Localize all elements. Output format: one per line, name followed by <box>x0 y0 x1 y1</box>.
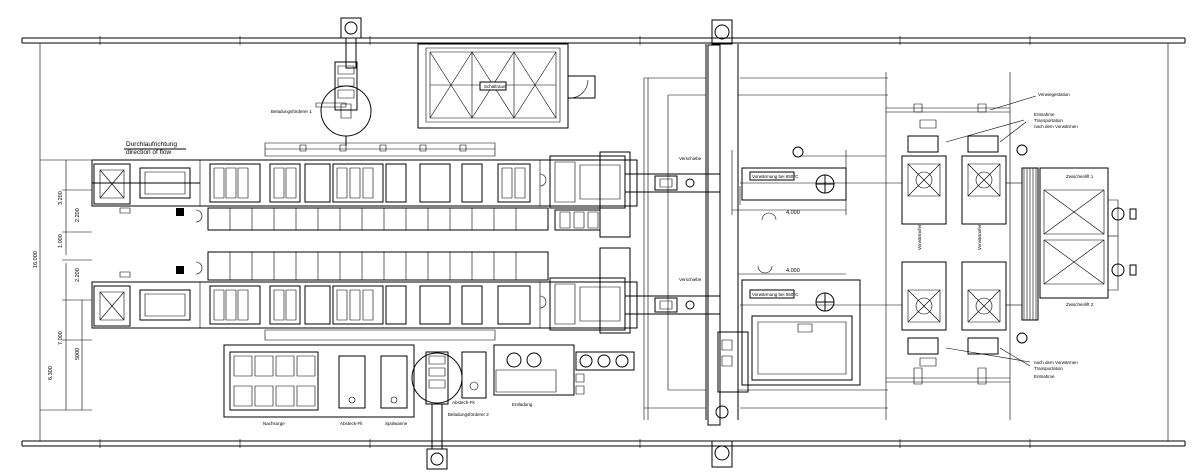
dim-5000: 5000 <box>75 348 81 360</box>
dim-2200-lower: 2.200 <box>75 268 81 282</box>
dim-1000: 1.000 <box>58 234 64 248</box>
label-wiege-upper: Verwiegestation <box>1038 92 1070 97</box>
label-entladen-top-1: Entnahme <box>1034 112 1055 117</box>
label-entladen-bot-1: nach dem Vorwärmen <box>1034 360 1078 365</box>
crane-track <box>644 20 888 467</box>
label-entladen-top-2: Transportation <box>1034 118 1063 123</box>
dim-width-lower: 4.000 <box>786 268 800 274</box>
label-entladen-top-3: nach dem Vorwärmen <box>1034 124 1078 129</box>
building-outline <box>22 36 1185 448</box>
label-loader-2: Beladungsförderer 2 <box>448 412 489 417</box>
line-1: Verschiebe <box>92 143 720 237</box>
furnace-upper: Vorwärmung bei 650°C 4.000 <box>732 147 886 220</box>
schaltraum-room: Schaltraum <box>418 44 595 128</box>
label-spuler: Spülwanne <box>385 421 408 426</box>
left-dimension-chain: 16.000 3.200 2.200 1.000 2.200 7.000 500… <box>33 160 92 410</box>
furnace-lower: 4.000 Vorwärmung bei 550°C <box>716 266 860 418</box>
dim-width-upper: 4.000 <box>786 210 800 216</box>
label-loader-1: Beladungsförderer 1 <box>271 109 312 114</box>
loader-1: Beladungsförderer 1 <box>271 18 371 146</box>
label-flow-de: Durchlaufrichtung <box>126 141 177 148</box>
label-zwischen-2: Zwischenlift 2 <box>1066 302 1094 307</box>
label-ofen-left: Vorwärmofen <box>917 223 922 250</box>
label-verschiebung-upper: Verschiebe <box>679 156 702 161</box>
label-abstand-a: Absteck-Fk <box>340 421 363 426</box>
bottom-stations: Nachsorge Absteck-Fk Spülwanne Beladungs… <box>224 345 634 469</box>
dim-total-height: 16.000 <box>33 251 39 268</box>
label-schaltraum: Schaltraum <box>484 84 507 89</box>
label-abstand-b: Abstech-Fk <box>452 400 476 405</box>
label-flow-en: direction of flow <box>126 149 171 156</box>
dim-3200: 3.200 <box>58 191 64 205</box>
label-entladen-bot-3: Entnahme <box>1034 374 1055 379</box>
dim-6300: 6.300 <box>48 366 54 380</box>
line-2: Verschiebe <box>92 248 720 340</box>
label-ofen-right: Vorwärmofen <box>977 223 982 250</box>
label-heiz-lower: Vorwärmung bei 550°C <box>752 292 799 297</box>
dim-7000: 7.000 <box>58 331 64 345</box>
label-entladung: Entladung <box>512 402 533 407</box>
dim-2200-upper: 2.200 <box>75 208 81 222</box>
label-verschiebung-lower: Verschiebe <box>679 277 702 282</box>
label-zwischen-1: Zwischenlift 1 <box>1066 174 1094 179</box>
label-entladen-bot-2: Transportation <box>1034 366 1063 371</box>
right-section: Vorwärmofen Vorwärmofen Verwiegestation … <box>740 72 1136 420</box>
label-nachsorge: Nachsorge <box>263 421 285 426</box>
flow-direction: Durchlaufrichtung direction of flow <box>124 141 186 156</box>
label-heiz-upper: Vorwärmung bei 650°C <box>752 174 799 179</box>
